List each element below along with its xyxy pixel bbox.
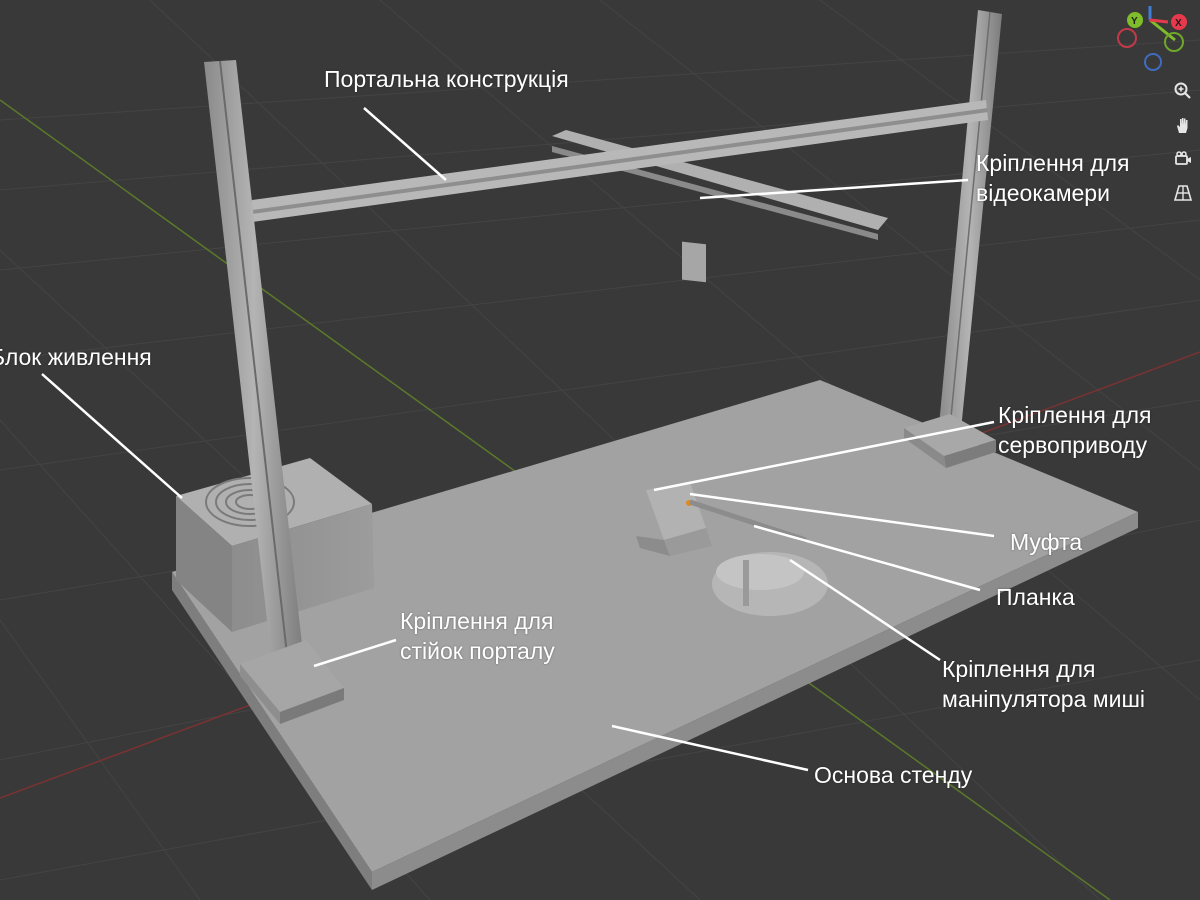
servo-mount-label: Кріплення для сервоприводу (998, 400, 1152, 460)
base-label: Основа стенду (814, 760, 972, 790)
gantry-label: Портальна конструкція (324, 64, 569, 94)
gizmo-y-label: Y (1131, 16, 1138, 27)
perspective-toggle-button[interactable] (1170, 180, 1196, 206)
camera-mount-label-line1: Кріплення для (976, 150, 1130, 176)
servo-mount-label-line1: Кріплення для (998, 402, 1152, 428)
coupling-label: Муфта (1010, 527, 1082, 557)
servo-mount-label-line2: сервоприводу (998, 432, 1148, 458)
zoom-button[interactable] (1170, 78, 1196, 104)
pan-hand-icon (1177, 118, 1188, 133)
plank-label: Планка (996, 582, 1075, 612)
leader-lines (41, 107, 995, 772)
mouse-mount-label-line1: Кріплення для (942, 656, 1096, 682)
left-gantry-post (204, 60, 344, 724)
post-mount-label: Кріплення для стійок порталу (400, 606, 555, 666)
stand-base (172, 380, 1138, 890)
perspective-grid-icon (1173, 185, 1193, 201)
gizmo-z-negative[interactable] (1144, 53, 1162, 71)
gizmo-x-positive[interactable] (1171, 14, 1187, 30)
power-supply-label: Блок живлення (0, 342, 152, 372)
mouse-mount-label: Кріплення для маніпулятора миші (942, 654, 1145, 714)
pan-button[interactable] (1170, 112, 1196, 138)
gantry-top-beam (252, 100, 988, 222)
plank-label-text: Планка (996, 584, 1075, 610)
camera-view-button[interactable] (1170, 146, 1196, 172)
post-mount-label-line2: стійок порталу (400, 638, 555, 664)
gizmo-x-negative[interactable] (1117, 28, 1137, 48)
camera-view-icon (1175, 151, 1191, 165)
post-mount-label-line1: Кріплення для (400, 608, 554, 634)
gantry-label-text: Портальна конструкція (324, 66, 569, 92)
servo-mount (636, 482, 712, 556)
orientation-gizmo[interactable]: Y X (1117, 6, 1187, 71)
gizmo-y-positive[interactable] (1127, 12, 1143, 28)
plank (689, 499, 807, 543)
camera-mount-label: Кріплення для відеокамери (976, 148, 1130, 208)
camera-mount-label-line2: відеокамери (976, 180, 1110, 206)
coupling-label-text: Муфта (1010, 529, 1083, 555)
gizmo-y-negative[interactable] (1164, 32, 1184, 52)
zoom-icon (1174, 82, 1191, 99)
base-label-text: Основа стенду (814, 762, 973, 788)
mouse-mount-label-line2: маніпулятора миші (942, 686, 1146, 712)
power-supply-label-text: Блок живлення (0, 344, 152, 370)
mouse-body (712, 552, 828, 616)
gizmo-x-label: X (1175, 18, 1182, 29)
right-gantry-post (904, 10, 1002, 468)
